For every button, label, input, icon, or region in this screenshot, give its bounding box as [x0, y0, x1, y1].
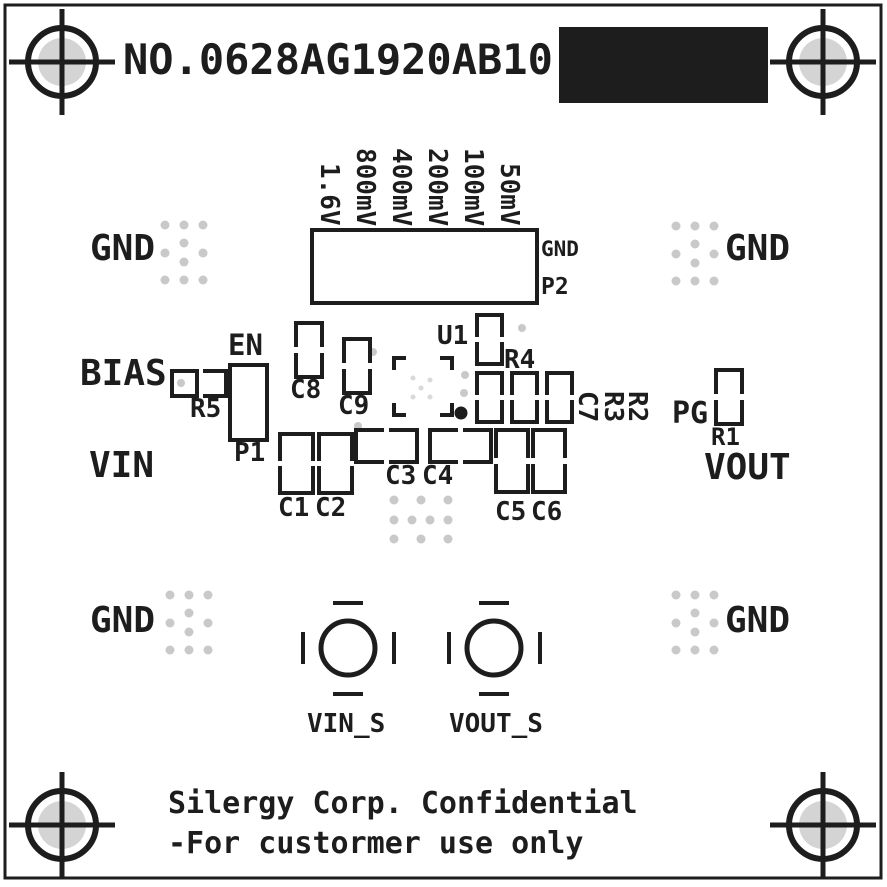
- component-c4-footprint: [428, 428, 493, 464]
- p2-pin-label-400mv: 400mV: [386, 147, 416, 226]
- testpoint-vin-s: [301, 601, 396, 696]
- component-c5-footprint: [494, 428, 530, 494]
- component-u1-footprint: [392, 356, 468, 420]
- p2-pin-label-800mv: 800mV: [350, 147, 380, 226]
- board-outline: [3, 3, 883, 880]
- component-c8-footprint: [294, 321, 324, 379]
- via-cluster-center: [389, 495, 453, 544]
- vin-s-label: VIN_S: [307, 709, 386, 739]
- pg-label: PG: [672, 396, 709, 431]
- component-c9-footprint: [342, 337, 372, 395]
- via-cluster-gnd-bottom-left: [165, 590, 213, 655]
- component-r3-footprint: [510, 371, 539, 424]
- r3-ref-label: R3: [598, 391, 628, 423]
- u1-thermal-vias: [410, 375, 433, 400]
- c4-ref-label: C4: [422, 461, 454, 491]
- pin1-dot: [454, 406, 468, 420]
- vin-label: VIN: [89, 445, 155, 486]
- gnd-label-bottom-right: GND: [725, 600, 791, 641]
- component-r5-footprint: [170, 369, 228, 398]
- gnd-label-top-right: GND: [725, 228, 791, 269]
- c7-ref-label: C7: [572, 391, 602, 423]
- c8-ref-label: C8: [290, 375, 322, 405]
- board-title: NO.0628AG1920AB10: [123, 35, 553, 84]
- gnd-label-top-left: GND: [90, 228, 156, 269]
- r4-ref-label: R4: [504, 345, 536, 375]
- via-cluster-gnd-bottom-right: [671, 590, 719, 655]
- p2-gnd-pin-label: GND: [541, 237, 579, 261]
- fiducial-target-icon: [9, 9, 115, 115]
- component-r2-footprint: [545, 371, 574, 424]
- p2-pin-label-100mv: 100mV: [458, 147, 488, 226]
- c1-ref-label: C1: [278, 493, 310, 523]
- redacted-label-block: [559, 27, 768, 103]
- p1-en-pin-label: EN: [228, 328, 263, 362]
- p2-ref-label: P2: [541, 274, 569, 300]
- component-c1-footprint: [278, 432, 315, 495]
- c2-ref-label: C2: [315, 493, 347, 523]
- c6-ref-label: C6: [531, 497, 563, 527]
- fiducial-target-icon: [770, 772, 876, 878]
- fiducial-target-icon: [770, 9, 876, 115]
- u1-ref-label: U1: [437, 321, 469, 351]
- footer-line2: -For custormer use only: [168, 826, 584, 861]
- component-r4-footprint: [475, 313, 504, 366]
- c9-ref-label: C9: [338, 391, 370, 421]
- p2-pin-label-1v6: 1.6V: [314, 163, 344, 226]
- component-c7-footprint: [475, 371, 504, 424]
- bias-label: BIAS: [80, 353, 167, 394]
- p2-pin-label-200mv: 200mV: [422, 147, 452, 226]
- vout-label: VOUT: [704, 447, 791, 488]
- r2-ref-label: R2: [622, 391, 652, 423]
- component-c3-footprint: [354, 428, 419, 464]
- gnd-label-bottom-left: GND: [90, 600, 156, 641]
- p2-pin-label-50mv: 50mV: [494, 163, 524, 226]
- vout-s-label: VOUT_S: [449, 709, 543, 739]
- p1-ref-label: P1: [234, 438, 266, 468]
- r5-ref-label: R5: [190, 394, 222, 424]
- r1-ref-label: R1: [711, 423, 740, 451]
- via-cluster-gnd-top-left: [160, 220, 208, 285]
- testpoint-vout-s: [447, 601, 542, 696]
- c5-ref-label: C5: [495, 497, 527, 527]
- via-cluster-gnd-top-right: [671, 221, 719, 286]
- component-c6-footprint: [531, 428, 567, 494]
- fiducial-target-icon: [9, 772, 115, 878]
- footer-line1: Silergy Corp. Confidential: [168, 786, 638, 821]
- c3-ref-label: C3: [385, 461, 417, 491]
- component-c2-footprint: [317, 432, 354, 495]
- component-r1-footprint: [714, 368, 744, 426]
- connector-p2-outline: [310, 228, 539, 305]
- connector-p1-outline: [228, 363, 269, 442]
